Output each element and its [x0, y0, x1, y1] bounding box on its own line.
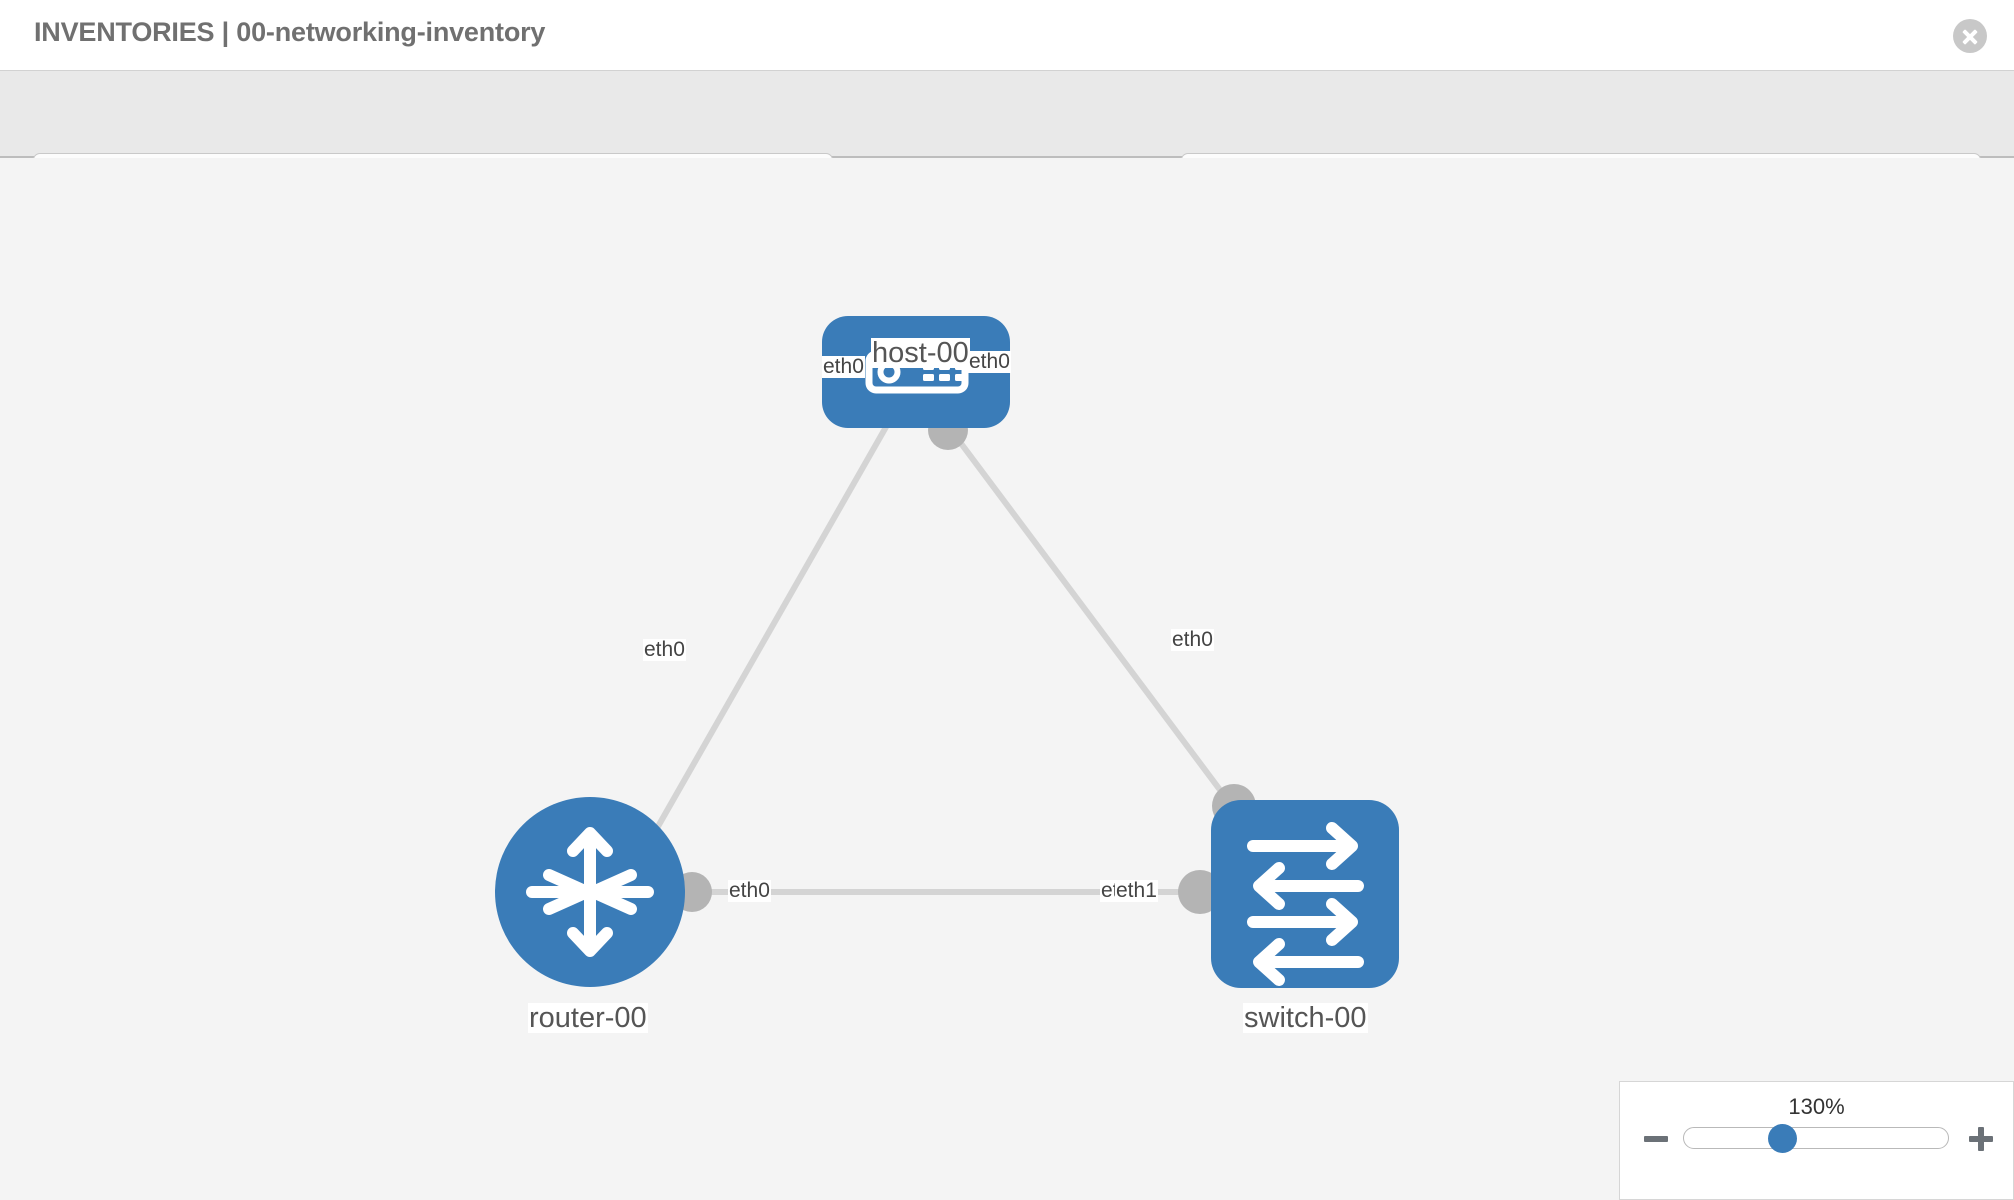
plus-icon-vertical: [1978, 1127, 1984, 1151]
toolbar: ACTIONS SEARCH: [0, 70, 2014, 209]
zoom-level-value: 130%: [1788, 1094, 1845, 1119]
zoom-in-button[interactable]: [1966, 1124, 1996, 1154]
zoom-out-button[interactable]: [1641, 1124, 1671, 1154]
node-router-00: [495, 797, 685, 987]
node-label-router-00: router-00: [528, 1002, 648, 1034]
page-title: INVENTORIES | 00-networking-inventory: [34, 17, 546, 47]
interface-label-router-eth0-right: eth0: [728, 879, 771, 903]
interface-label-host-eth0-right: eth0: [968, 350, 1011, 374]
zoom-slider-thumb[interactable]: [1768, 1124, 1797, 1153]
node-label-switch-00: switch-00: [1243, 1002, 1368, 1034]
topology-canvas[interactable]: host-00 router-00 switch-00 eth0 eth0 et…: [0, 158, 2014, 1200]
interface-layer: [672, 410, 1256, 914]
link-host-switch: [945, 424, 1235, 808]
link-host-router: [637, 418, 893, 860]
node-label-host-00: host-00: [871, 337, 970, 369]
interface-label-router-eth0-uplink: eth0: [643, 638, 686, 662]
interface-label-host-eth0-left: eth0: [822, 355, 865, 379]
topology-graph: [495, 316, 1399, 988]
interface-label-switch-eth0-uplink: eth0: [1171, 628, 1214, 652]
minus-icon: [1644, 1136, 1668, 1142]
link-layer: [637, 418, 1235, 895]
close-icon[interactable]: [1953, 19, 1987, 53]
zoom-control-panel: 130%: [1619, 1081, 2014, 1200]
node-switch-00: [1211, 800, 1399, 988]
page-header: INVENTORIES | 00-networking-inventory: [0, 0, 2014, 70]
interface-label-switch-eth1-left: eth1: [1115, 879, 1158, 903]
zoom-slider-track[interactable]: [1683, 1127, 1949, 1149]
